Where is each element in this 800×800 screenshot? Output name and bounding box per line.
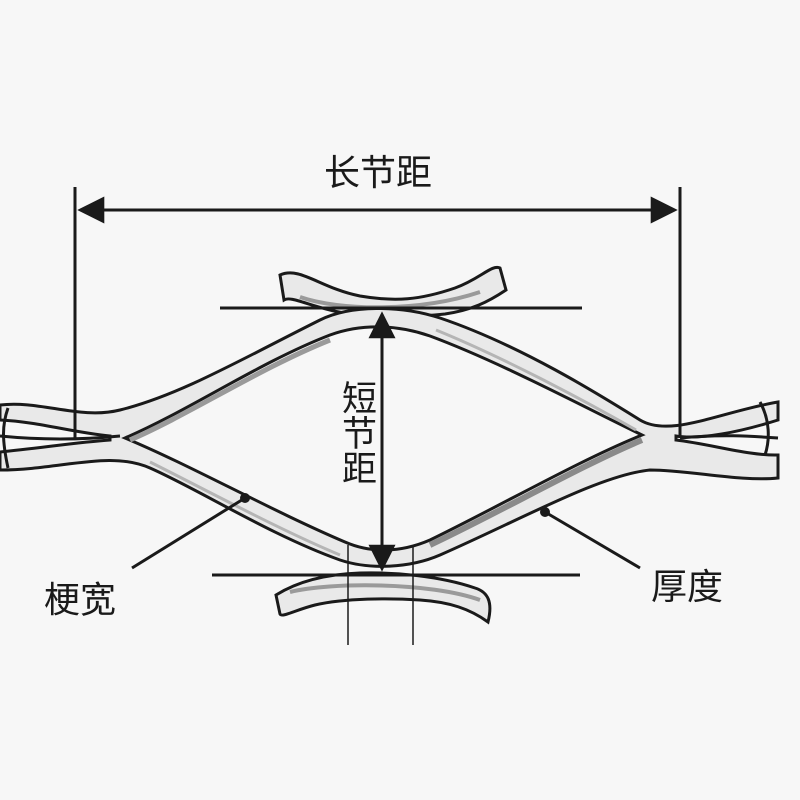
thickness-guides bbox=[347, 545, 414, 645]
thickness-leader-dot bbox=[540, 507, 550, 517]
bottom-strand-piece bbox=[274, 571, 492, 625]
rib-width-label: 梗宽 bbox=[44, 580, 117, 621]
long-pitch-label: 长节距 bbox=[324, 153, 433, 194]
thickness-label: 厚度 bbox=[651, 567, 724, 608]
thickness-leader bbox=[544, 510, 641, 570]
diamond-strand bbox=[0, 307, 780, 568]
rib-width-leader bbox=[131, 496, 246, 570]
short-pitch-label: 短节距 bbox=[336, 378, 378, 487]
leader-lines bbox=[131, 493, 641, 570]
long-pitch-dimension bbox=[73, 187, 682, 440]
short-pitch-dimension bbox=[212, 306, 582, 577]
rib-width-leader-dot bbox=[240, 493, 250, 503]
